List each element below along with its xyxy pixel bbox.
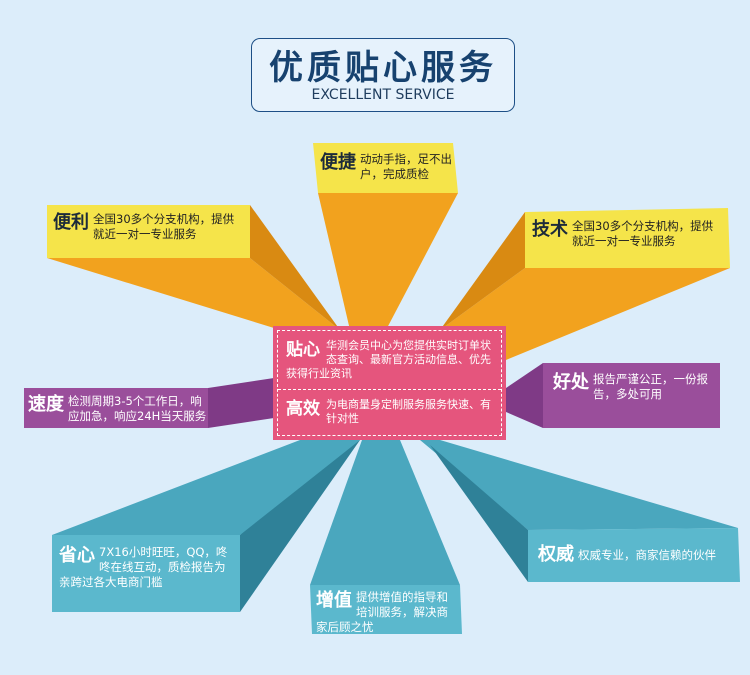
card-upper-right-face [525, 208, 730, 268]
card-right-face [543, 363, 720, 428]
title-box: 优质贴心服务 EXCELLENT SERVICE [251, 38, 515, 112]
card-upper-left-face [47, 205, 250, 258]
card-haochu: 好处 报告严谨公正，一份报告，多处可用 [553, 372, 717, 402]
card-bianjie: 便捷 动动手指，足不出户，完成质检 [320, 152, 452, 182]
card-lower-right-face [528, 528, 740, 582]
center-box: 贴心 华测会员中心为您提供实时订单状态查询、最新官方活动信息、优先获得行业资讯 … [273, 326, 506, 440]
center-text: 华测会员中心为您提供实时订单状态查询、最新官方活动信息、优先获得行业资讯 [286, 339, 491, 380]
card-text: 权威专业，商家信赖的伙伴 [578, 548, 716, 562]
card-top-face [313, 143, 458, 193]
ray-top [318, 193, 458, 330]
center-heading: 贴心 [286, 340, 320, 360]
ray-right [506, 363, 543, 428]
card-quanwei: 权威 权威专业，商家信赖的伙伴 [538, 544, 736, 566]
ray-upper-right-side [440, 212, 525, 330]
divider [278, 389, 501, 390]
card-text: 检测周期3-5个工作日，响应加急，响应24H当天服务 [68, 394, 207, 423]
ray-lower-right [420, 440, 738, 530]
card-heading: 好处 [553, 372, 589, 393]
card-sudu: 速度 检测周期3-5个工作日，响应加急，响应24H当天服务 [28, 394, 210, 424]
card-zengzhi: 增值 提供增值的指导和培训服务，解决商家后顾之忧 [316, 590, 458, 635]
ray-upper-right [440, 268, 730, 360]
card-shengxin: 省心 7X16小时旺旺，QQ，咚咚在线互动，质检报告为亲跨过各大电商门槛 [59, 545, 235, 590]
ray-upper-left [47, 258, 340, 336]
card-lower-left-face [52, 535, 240, 612]
ray-upper-left-side [250, 205, 340, 330]
center-text: 为电商量身定制服务服务快速、有针对性 [326, 398, 491, 425]
card-heading: 速度 [28, 394, 64, 415]
card-heading: 便利 [53, 212, 89, 233]
card-heading: 技术 [532, 219, 568, 240]
ray-lower-left [52, 440, 360, 535]
center-tiexin: 贴心 华测会员中心为您提供实时订单状态查询、最新官方活动信息、优先获得行业资讯 [286, 339, 495, 381]
card-text: 7X16小时旺旺，QQ，咚咚在线互动，质检报告为亲跨过各大电商门槛 [59, 545, 228, 589]
card-text: 报告严谨公正，一份报告，多处可用 [593, 372, 708, 401]
card-heading: 权威 [538, 544, 574, 565]
page-title: 优质贴心服务 [269, 48, 497, 88]
ray-bottom [310, 440, 460, 585]
card-text: 动动手指，足不出户，完成质检 [360, 152, 452, 181]
card-text: 全国30多个分支机构，提供就近一对一专业服务 [572, 219, 714, 248]
card-left-face [24, 388, 208, 428]
ray-left [208, 378, 274, 428]
ray-lower-right-side [430, 445, 528, 582]
center-heading: 高效 [286, 399, 320, 419]
card-heading: 增值 [316, 590, 352, 611]
card-bianli: 便利 全国30多个分支机构，提供就近一对一专业服务 [53, 212, 245, 242]
card-text: 提供增值的指导和培训服务，解决商家后顾之忧 [316, 590, 448, 634]
card-text: 全国30多个分支机构，提供就近一对一专业服务 [93, 212, 235, 241]
card-heading: 便捷 [320, 152, 356, 173]
page-subtitle: EXCELLENT SERVICE [311, 87, 455, 103]
ray-lower-left-side [240, 440, 360, 612]
card-heading: 省心 [59, 545, 95, 566]
card-bottom-face [310, 585, 462, 634]
card-jishu: 技术 全国30多个分支机构，提供就近一对一专业服务 [532, 219, 724, 249]
center-gaoxiao: 高效 为电商量身定制服务服务快速、有针对性 [286, 398, 495, 426]
